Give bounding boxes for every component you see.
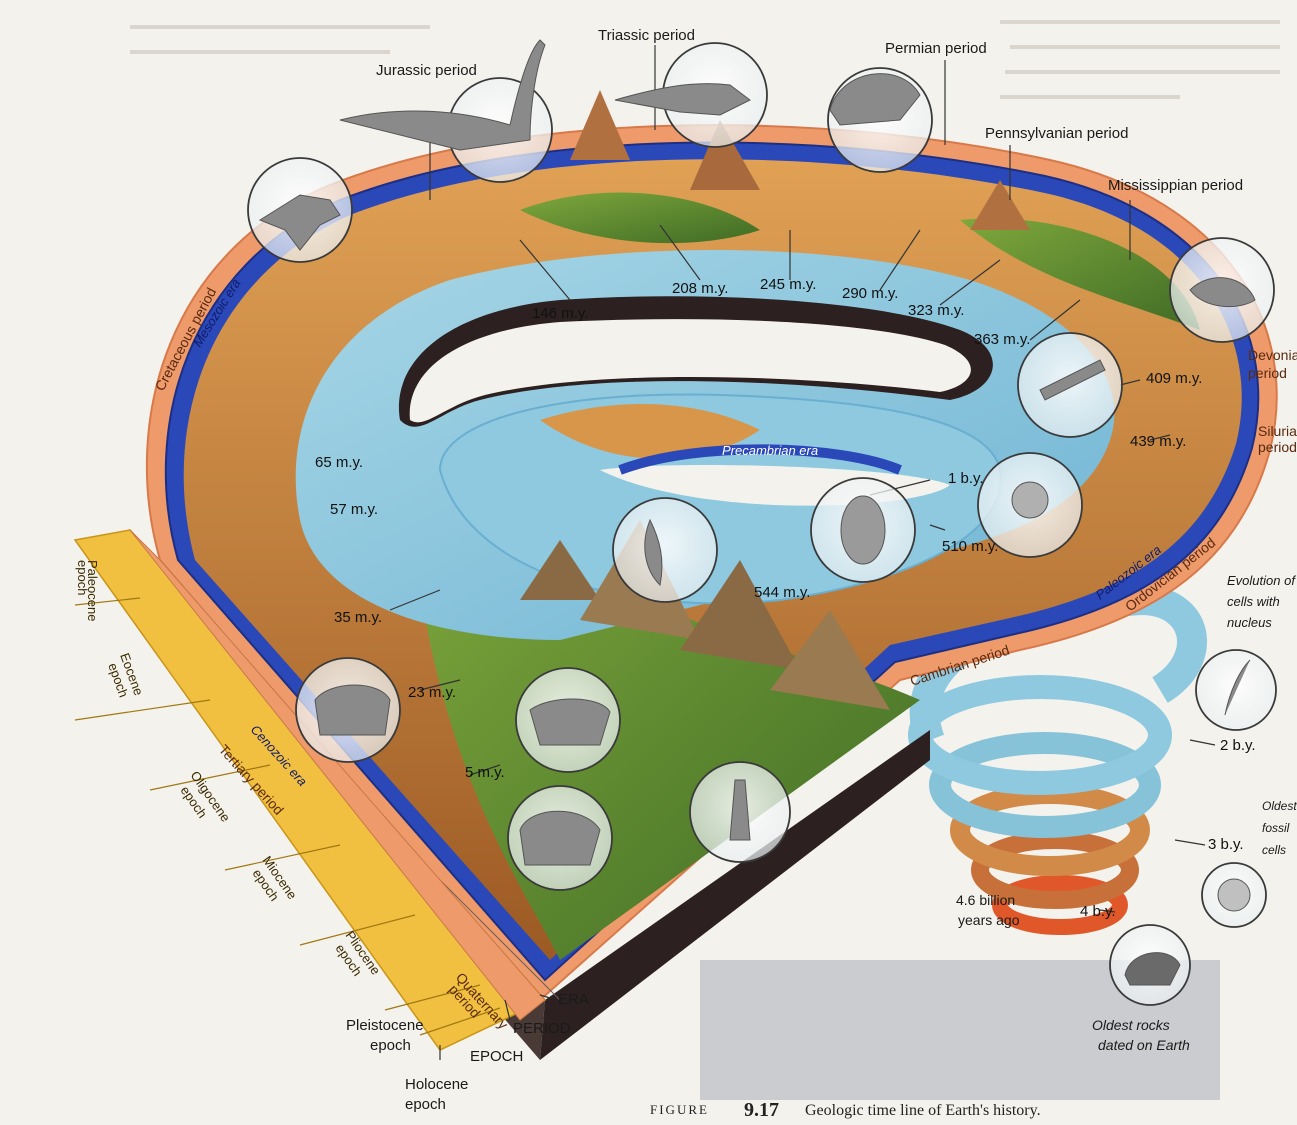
- figure-caption: FIGURE 9.17 Geologic time line of Earth'…: [650, 1099, 1041, 1121]
- label-pennsylvanian: Pennsylvanian period: [985, 125, 1128, 142]
- label-pleistocene-1: Pleistocene: [346, 1017, 424, 1034]
- age-57: 57 m.y.: [330, 501, 378, 518]
- legend-period: PERIOD: [513, 1020, 571, 1037]
- label-permian: Permian period: [885, 40, 987, 57]
- caption-number: 9.17: [744, 1099, 779, 1121]
- age-439: 439 m.y.: [1130, 433, 1186, 450]
- age-323: 323 m.y.: [908, 302, 964, 319]
- age-245: 245 m.y.: [760, 276, 816, 293]
- label-jurassic: Jurassic period: [376, 62, 477, 79]
- age-3by: 3 b.y.: [1208, 836, 1244, 853]
- legend-era: ERA: [558, 991, 589, 1008]
- age-5: 5 m.y.: [465, 764, 505, 781]
- label-silurian-1: Siluria: [1258, 423, 1297, 439]
- note-rocks-2: dated on Earth: [1098, 1037, 1190, 1053]
- note-fossil-2: fossil: [1262, 821, 1290, 835]
- age-2by: 2 b.y.: [1220, 737, 1256, 754]
- label-pleistocene-2: epoch: [370, 1037, 411, 1054]
- note-origin-1: 4.6 billion: [956, 892, 1015, 908]
- worm-fossil-icon: [613, 498, 717, 602]
- label-devonian-1: Devonia: [1248, 347, 1297, 363]
- age-4by: 4 b.y.: [1080, 903, 1116, 920]
- note-fossil-3: cells: [1262, 843, 1286, 857]
- note-nucleus-3: nucleus: [1227, 615, 1272, 630]
- label-holocene-2: epoch: [405, 1096, 446, 1113]
- note-nucleus-1: Evolution of: [1227, 573, 1296, 588]
- note-fossil-1: Oldest: [1262, 799, 1297, 813]
- legend-epoch: EPOCH: [470, 1048, 523, 1065]
- age-363: 363 m.y.: [974, 331, 1030, 348]
- age-65: 65 m.y.: [315, 454, 363, 471]
- note-rocks-1: Oldest rocks: [1092, 1017, 1170, 1033]
- label-mississippian: Mississippian period: [1108, 177, 1243, 194]
- label-holocene-1: Holocene: [405, 1076, 468, 1093]
- age-208: 208 m.y.: [672, 280, 728, 297]
- label-paleocene-2: epoch: [75, 560, 90, 595]
- note-origin-2: years ago: [958, 912, 1020, 928]
- label-devonian-2: period: [1248, 365, 1287, 381]
- age-1by: 1 b.y.: [948, 470, 984, 487]
- label-triassic: Triassic period: [598, 27, 695, 44]
- caption-text: Geologic time line of Earth's history.: [805, 1102, 1041, 1119]
- age-35: 35 m.y.: [334, 609, 382, 626]
- label-precambrian: Precambrian era: [722, 443, 818, 458]
- age-23: 23 m.y.: [408, 684, 456, 701]
- age-544: 544 m.y.: [754, 584, 810, 601]
- age-290: 290 m.y.: [842, 285, 898, 302]
- age-146: 146 m.y.: [532, 305, 588, 322]
- note-nucleus-2: cells with: [1227, 594, 1280, 609]
- age-510: 510 m.y.: [942, 538, 998, 555]
- age-409: 409 m.y.: [1146, 370, 1202, 387]
- label-silurian-2: period: [1258, 439, 1297, 455]
- caption-figure-word: FIGURE: [650, 1102, 709, 1117]
